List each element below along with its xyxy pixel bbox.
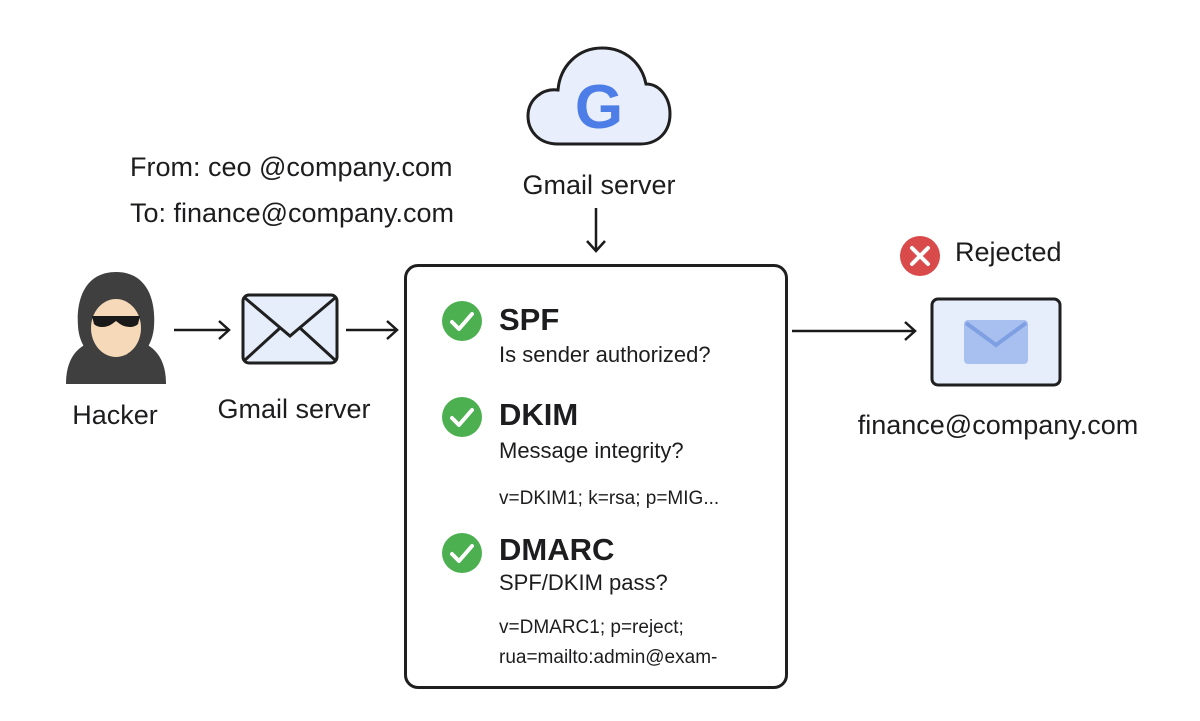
dmarc-question: SPF/DKIM pass?	[499, 570, 668, 595]
google-g-icon: G	[575, 73, 623, 142]
to-line: To: finance@company.com	[130, 198, 455, 228]
gmail-server-label: Gmail server	[522, 170, 676, 200]
spf-question: Is sender authorized?	[499, 342, 711, 367]
authentication-checks-panel	[404, 264, 788, 689]
cloud-icon: G	[526, 46, 672, 146]
hacker-label: Hacker	[72, 400, 158, 430]
x-circle-icon	[900, 236, 940, 276]
arrow-right-icon	[346, 320, 399, 340]
hacker-icon	[66, 272, 166, 384]
check-icon	[442, 533, 482, 573]
spf-title: SPF	[499, 302, 560, 337]
arrow-right-icon	[174, 320, 231, 340]
dkim-question: Message integrity?	[499, 438, 684, 463]
rejected-status: Rejected	[955, 237, 1062, 267]
check-icon	[442, 397, 482, 437]
from-line: From: ceo @company.com	[130, 152, 453, 182]
dkim-record: v=DKIM1; k=rsa; p=MIG...	[499, 488, 720, 509]
dmarc-record-line: rua=mailto:admin@exam-	[499, 647, 718, 668]
relay-server-label: Gmail server	[217, 394, 371, 424]
dmarc-record-line: v=DMARC1; p=reject;	[499, 617, 684, 638]
dkim-title: DKIM	[499, 397, 579, 432]
dmarc-title: DMARC	[499, 532, 615, 567]
arrow-down-icon	[586, 208, 606, 253]
arrow-right-icon	[792, 321, 917, 341]
inbox-icon	[930, 297, 1062, 387]
recipient-label: finance@company.com	[857, 410, 1139, 440]
envelope-icon	[241, 293, 339, 365]
check-icon	[442, 301, 482, 341]
